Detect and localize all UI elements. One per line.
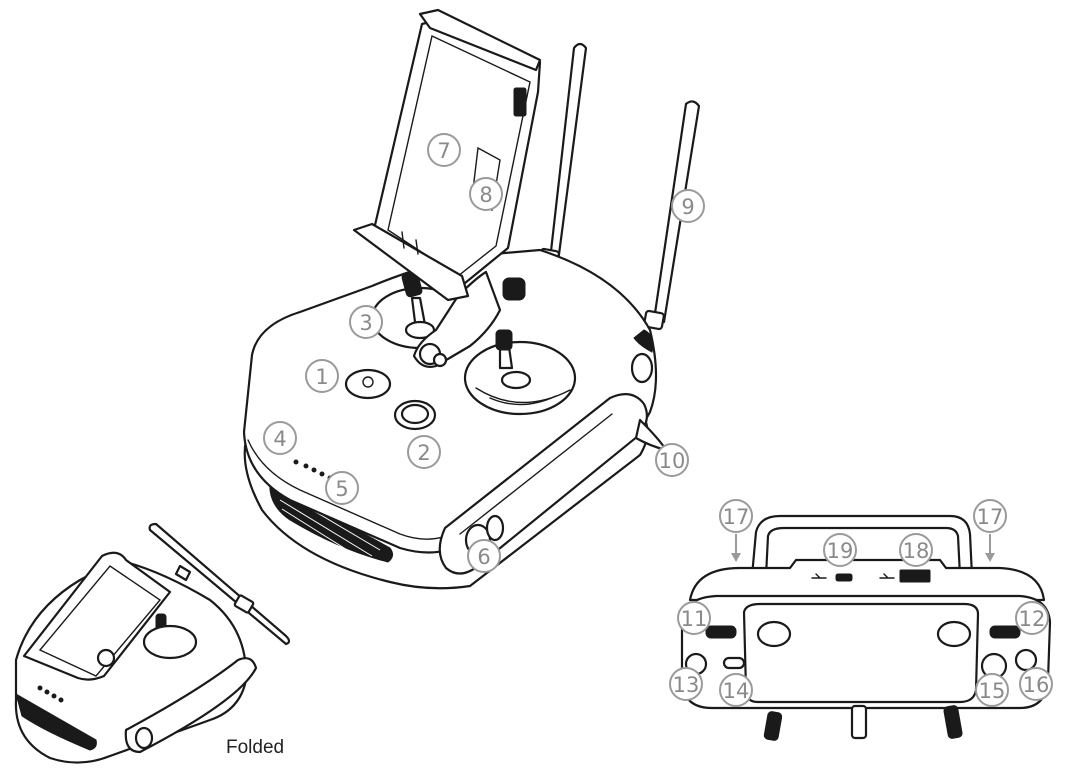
callout-number: 10: [659, 449, 686, 473]
callout-circle: [469, 177, 503, 211]
callout-circle: [325, 471, 359, 505]
callout-number: 19: [827, 539, 854, 563]
callout-number: 9: [681, 195, 694, 219]
callout-number: 11: [681, 607, 708, 631]
callout-13: 13: [669, 667, 703, 701]
callout-15: 15: [975, 673, 1009, 707]
callout-number: 1: [315, 365, 328, 389]
callout-circle: [899, 533, 933, 567]
callout-14: 14: [719, 673, 753, 707]
callout-number: 17: [723, 505, 750, 529]
callout-circle: [975, 673, 1009, 707]
callout-circle: [677, 601, 711, 635]
back-view-controller: [680, 514, 1052, 741]
callout-circle: [1019, 667, 1053, 701]
callout-17: 17: [719, 499, 753, 533]
callout-circle: [467, 539, 501, 573]
callout-circle: [669, 667, 703, 701]
callout-number: 6: [477, 545, 490, 569]
callout-8: 8: [469, 177, 503, 211]
main-controller: [242, 8, 701, 590]
callout-circle: [407, 435, 441, 469]
callout-3: 3: [349, 305, 383, 339]
callout-16: 16: [1019, 667, 1053, 701]
callout-number: 2: [417, 441, 430, 465]
callout-number: 3: [359, 311, 372, 335]
antenna-left: [538, 42, 588, 269]
callout-9: 9: [671, 189, 705, 223]
callout-12: 12: [1015, 601, 1049, 635]
callout-19: 19: [823, 533, 857, 567]
callout-2: 2: [407, 435, 441, 469]
callout-5: 5: [325, 471, 359, 505]
callout-circle: [671, 189, 705, 223]
callout-circle: [1015, 601, 1049, 635]
callout-number: 16: [1023, 673, 1050, 697]
callout-number: 18: [903, 539, 930, 563]
callout-circle: [655, 443, 689, 477]
callout-number: 5: [335, 477, 348, 501]
callout-number: 4: [273, 427, 286, 451]
folded-controller: [14, 522, 291, 764]
callout-number: 8: [479, 183, 492, 207]
folded-caption: Folded: [226, 737, 285, 758]
callout-circle: [263, 421, 297, 455]
callout-circle: [719, 673, 753, 707]
callout-18: 18: [899, 533, 933, 567]
callout-7: 7: [427, 133, 461, 167]
callout-circle: [823, 533, 857, 567]
callout-circle: [349, 305, 383, 339]
callout-10: 10: [655, 443, 689, 477]
callout-number: 12: [1019, 607, 1046, 631]
callout-17: 17: [973, 499, 1007, 533]
callout-4: 4: [263, 421, 297, 455]
callout-number: 13: [673, 673, 700, 697]
callout-number: 15: [979, 679, 1006, 703]
callout-number: 14: [723, 679, 750, 703]
callout-circle: [305, 359, 339, 393]
callout-1: 1: [305, 359, 339, 393]
callout-number: 7: [437, 139, 450, 163]
callout-number: 17: [977, 505, 1004, 529]
callout-circle: [427, 133, 461, 167]
callout-circle: [973, 499, 1007, 533]
callout-11: 11: [677, 601, 711, 635]
callout-6: 6: [467, 539, 501, 573]
callout-circle: [719, 499, 753, 533]
callout-17-arrows: [731, 534, 995, 562]
